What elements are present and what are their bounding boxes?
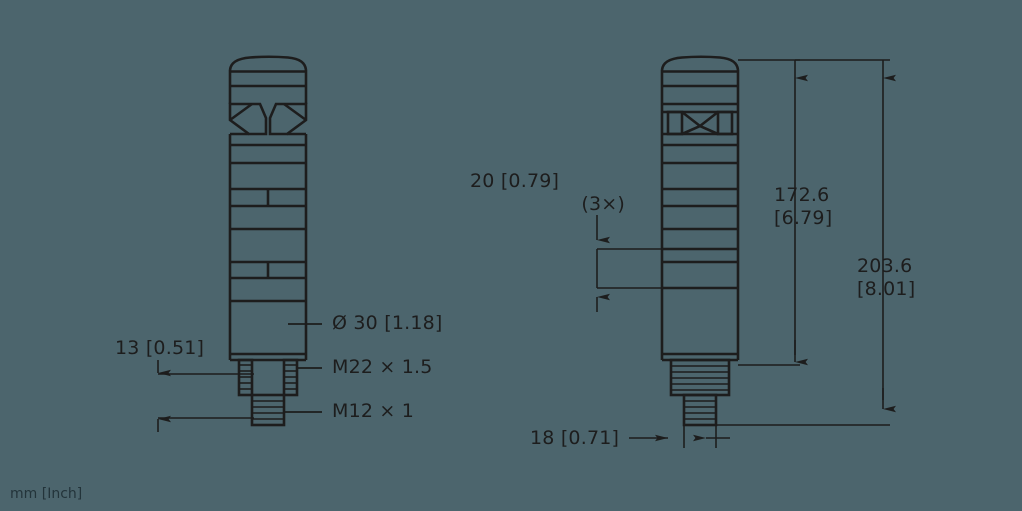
dim-203-label-inch: [8.01]: [857, 278, 916, 300]
side-view-m12-thread: [682, 393, 718, 427]
dim-172-geometry: [738, 59, 808, 366]
side-view: [660, 55, 740, 427]
side-view-cap: [660, 55, 740, 71]
thread-m22-callout: M22 × 1.5: [332, 356, 433, 378]
dim-20-geometry: [596, 215, 662, 312]
front-view-mounting-bracket: [228, 102, 308, 136]
side-view-mounting-bracket: [662, 102, 738, 136]
dim-172-label-value: 172.6: [774, 184, 830, 206]
dim-20-label: 20 [0.79]: [470, 170, 560, 192]
dim-203-label-value: 203.6: [857, 255, 913, 277]
front-view: [228, 55, 308, 427]
dim-172-label-inch: [6.79]: [774, 207, 833, 229]
diameter-callout: Ø 30 [1.18]: [332, 312, 443, 334]
front-view-leaders: [284, 323, 322, 413]
dim-13-label: 13 [0.51]: [115, 337, 205, 359]
front-view-cap: [228, 55, 308, 71]
dim-13-geometry: [157, 360, 254, 432]
side-view-m22-thread: [669, 358, 731, 397]
dim-18-geometry: [629, 425, 730, 448]
units-note: mm [Inch]: [10, 486, 83, 502]
thread-m12-callout: M12 × 1: [332, 400, 415, 422]
dim-18-label: 18 [0.71]: [530, 427, 620, 449]
front-view-m22-thread: [237, 358, 299, 397]
front-view-m12-thread: [250, 393, 286, 427]
dim-20-qualifier: (3×): [581, 193, 625, 215]
dim-203-geometry: [716, 59, 896, 426]
